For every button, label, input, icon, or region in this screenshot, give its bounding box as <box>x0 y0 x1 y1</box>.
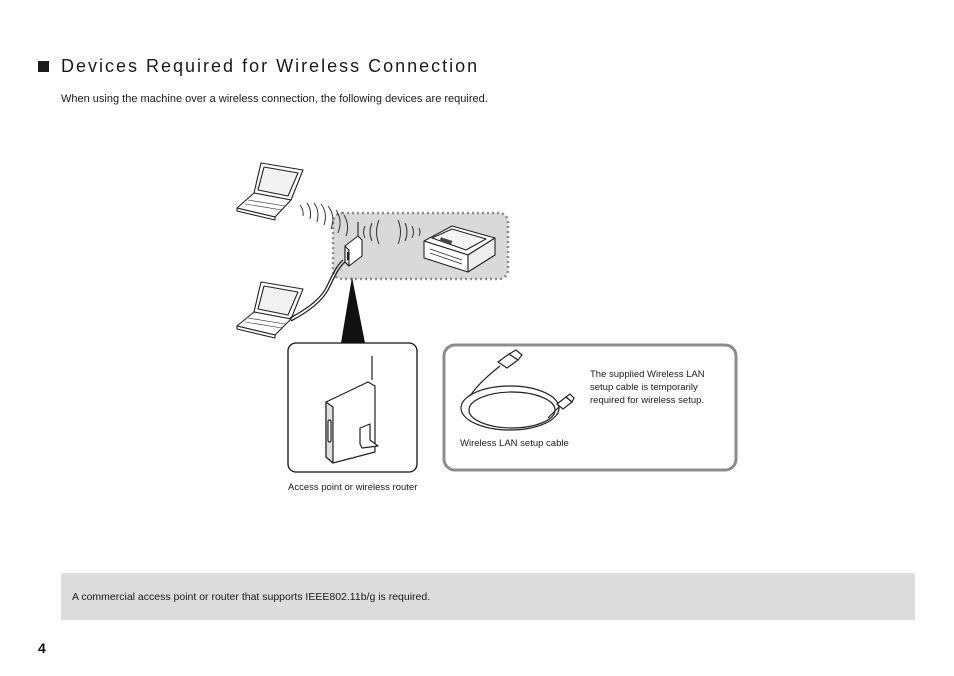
page-number: 4 <box>38 640 46 656</box>
lan-cable <box>289 259 344 319</box>
usb-cable-icon <box>460 349 575 431</box>
footer-note-box: A commercial access point or router that… <box>61 573 915 620</box>
laptop-icon <box>236 162 304 221</box>
section-heading: Devices Required for Wireless Connection <box>38 54 479 78</box>
router-caption: Access point or wireless router <box>288 482 418 493</box>
bullet-square-icon <box>38 61 49 72</box>
cable-caption: Wireless LAN setup cable <box>460 438 569 449</box>
access-point-icon <box>344 222 363 267</box>
cable-detail-box <box>442 343 738 472</box>
section-title: Devices Required for Wireless Connection <box>61 55 480 76</box>
laptop-icon <box>236 281 304 339</box>
footer-note-text: A commercial access point or router that… <box>72 590 431 603</box>
access-point-icon <box>325 356 379 464</box>
cable-note: The supplied Wireless LAN setup cable is… <box>590 369 705 406</box>
printer-icon <box>423 225 496 273</box>
intro-text: When using the machine over a wireless c… <box>61 93 488 105</box>
wireless-waves-icon <box>299 202 349 237</box>
callout-wedge <box>341 277 365 343</box>
wireless-waves-icon <box>363 219 421 245</box>
